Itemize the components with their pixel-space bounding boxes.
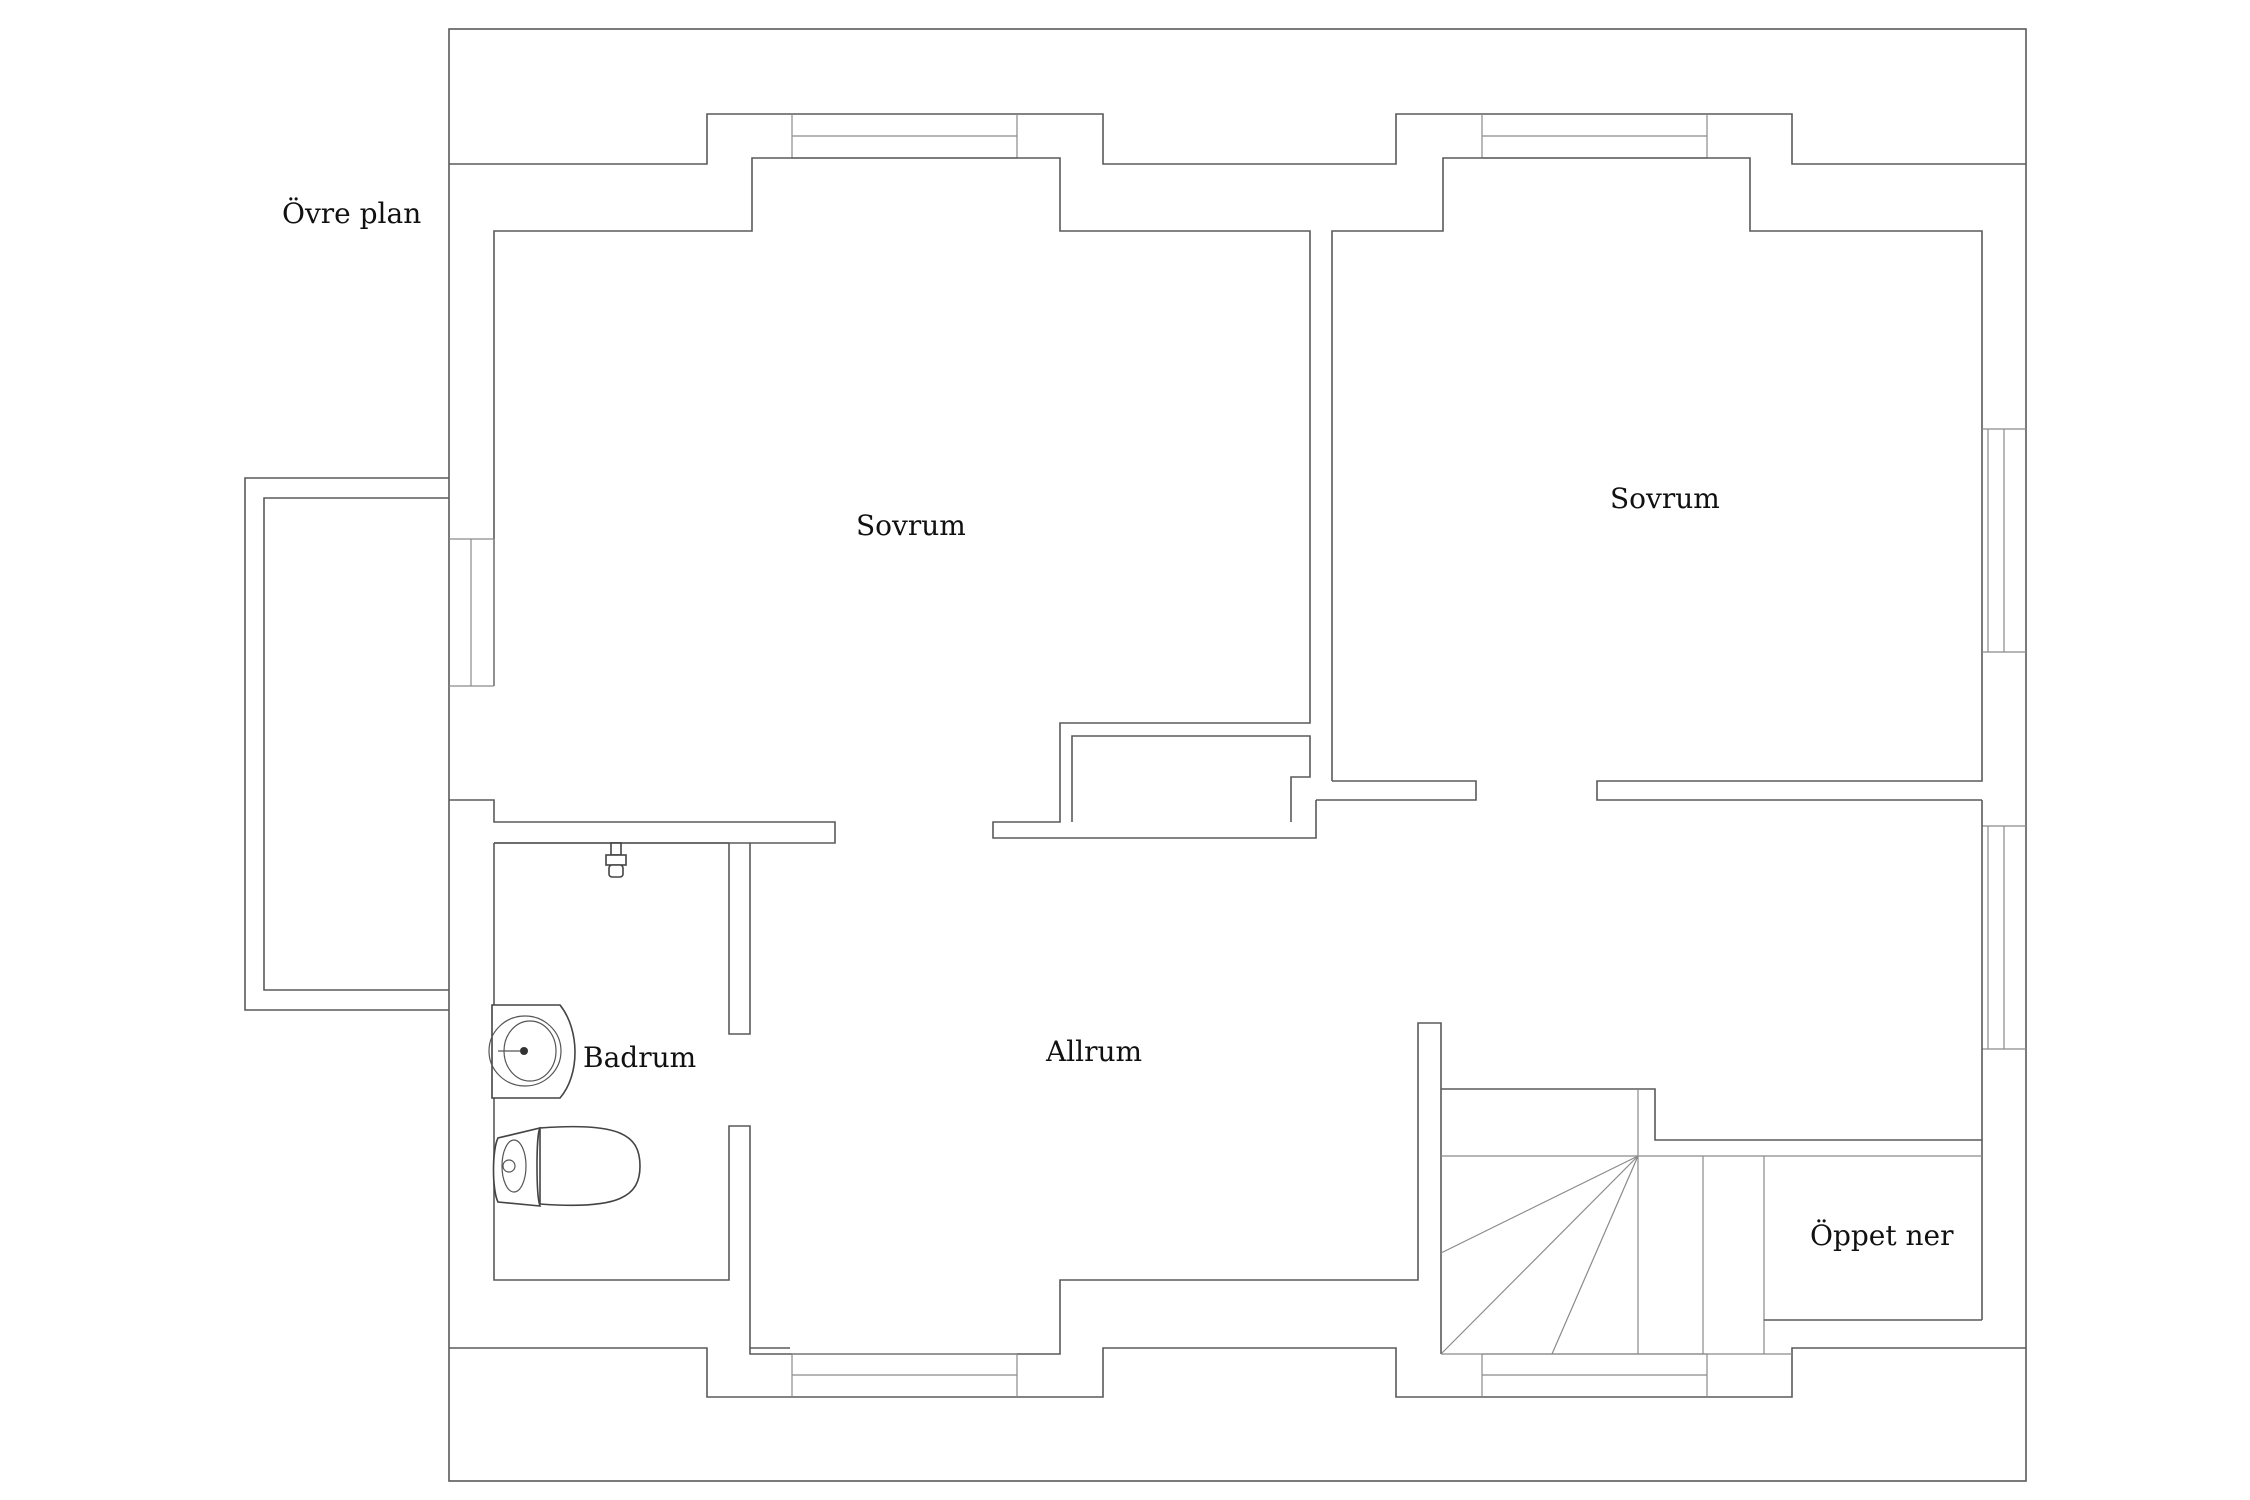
balcony-outer bbox=[244, 477, 449, 1011]
room-label-bedroom-right: Sovrum bbox=[1610, 482, 1720, 515]
toilet-icon bbox=[492, 1125, 641, 1207]
outer-boundary bbox=[448, 28, 2027, 1482]
bedroom-left-bottom-wall bbox=[449, 799, 836, 844]
bottom-window-right bbox=[1481, 1353, 1708, 1397]
balcony-inner bbox=[263, 497, 449, 991]
bedroom-right-door-left bbox=[1316, 780, 1477, 801]
floor-label: Övre plan bbox=[282, 196, 421, 230]
room-label-living: Allrum bbox=[1045, 1035, 1142, 1068]
living-bottom-wall bbox=[749, 1022, 1442, 1355]
faucet-icon bbox=[605, 842, 627, 878]
bathroom-right-wall bbox=[728, 843, 751, 1035]
bedroom-right-wall bbox=[1331, 157, 1983, 801]
top-window-left bbox=[791, 114, 1018, 159]
staircase bbox=[1440, 1088, 1982, 1355]
room-label-bedroom-left: Sovrum bbox=[856, 509, 966, 542]
sink-icon bbox=[488, 1004, 576, 1099]
right-window-upper bbox=[1982, 428, 2026, 653]
bedroom-left-wall bbox=[493, 157, 1317, 839]
top-dormer-outline bbox=[449, 113, 2026, 165]
bottom-window-left bbox=[791, 1353, 1018, 1397]
closet-outline bbox=[1071, 735, 1311, 822]
room-label-bathroom: Badrum bbox=[583, 1041, 696, 1074]
top-window-right bbox=[1481, 114, 1708, 159]
left-window bbox=[449, 538, 495, 687]
bottom-dormer-outline bbox=[449, 1347, 2026, 1398]
right-window-lower bbox=[1982, 825, 2026, 1050]
room-label-open-below: Öppet ner bbox=[1810, 1218, 1954, 1252]
